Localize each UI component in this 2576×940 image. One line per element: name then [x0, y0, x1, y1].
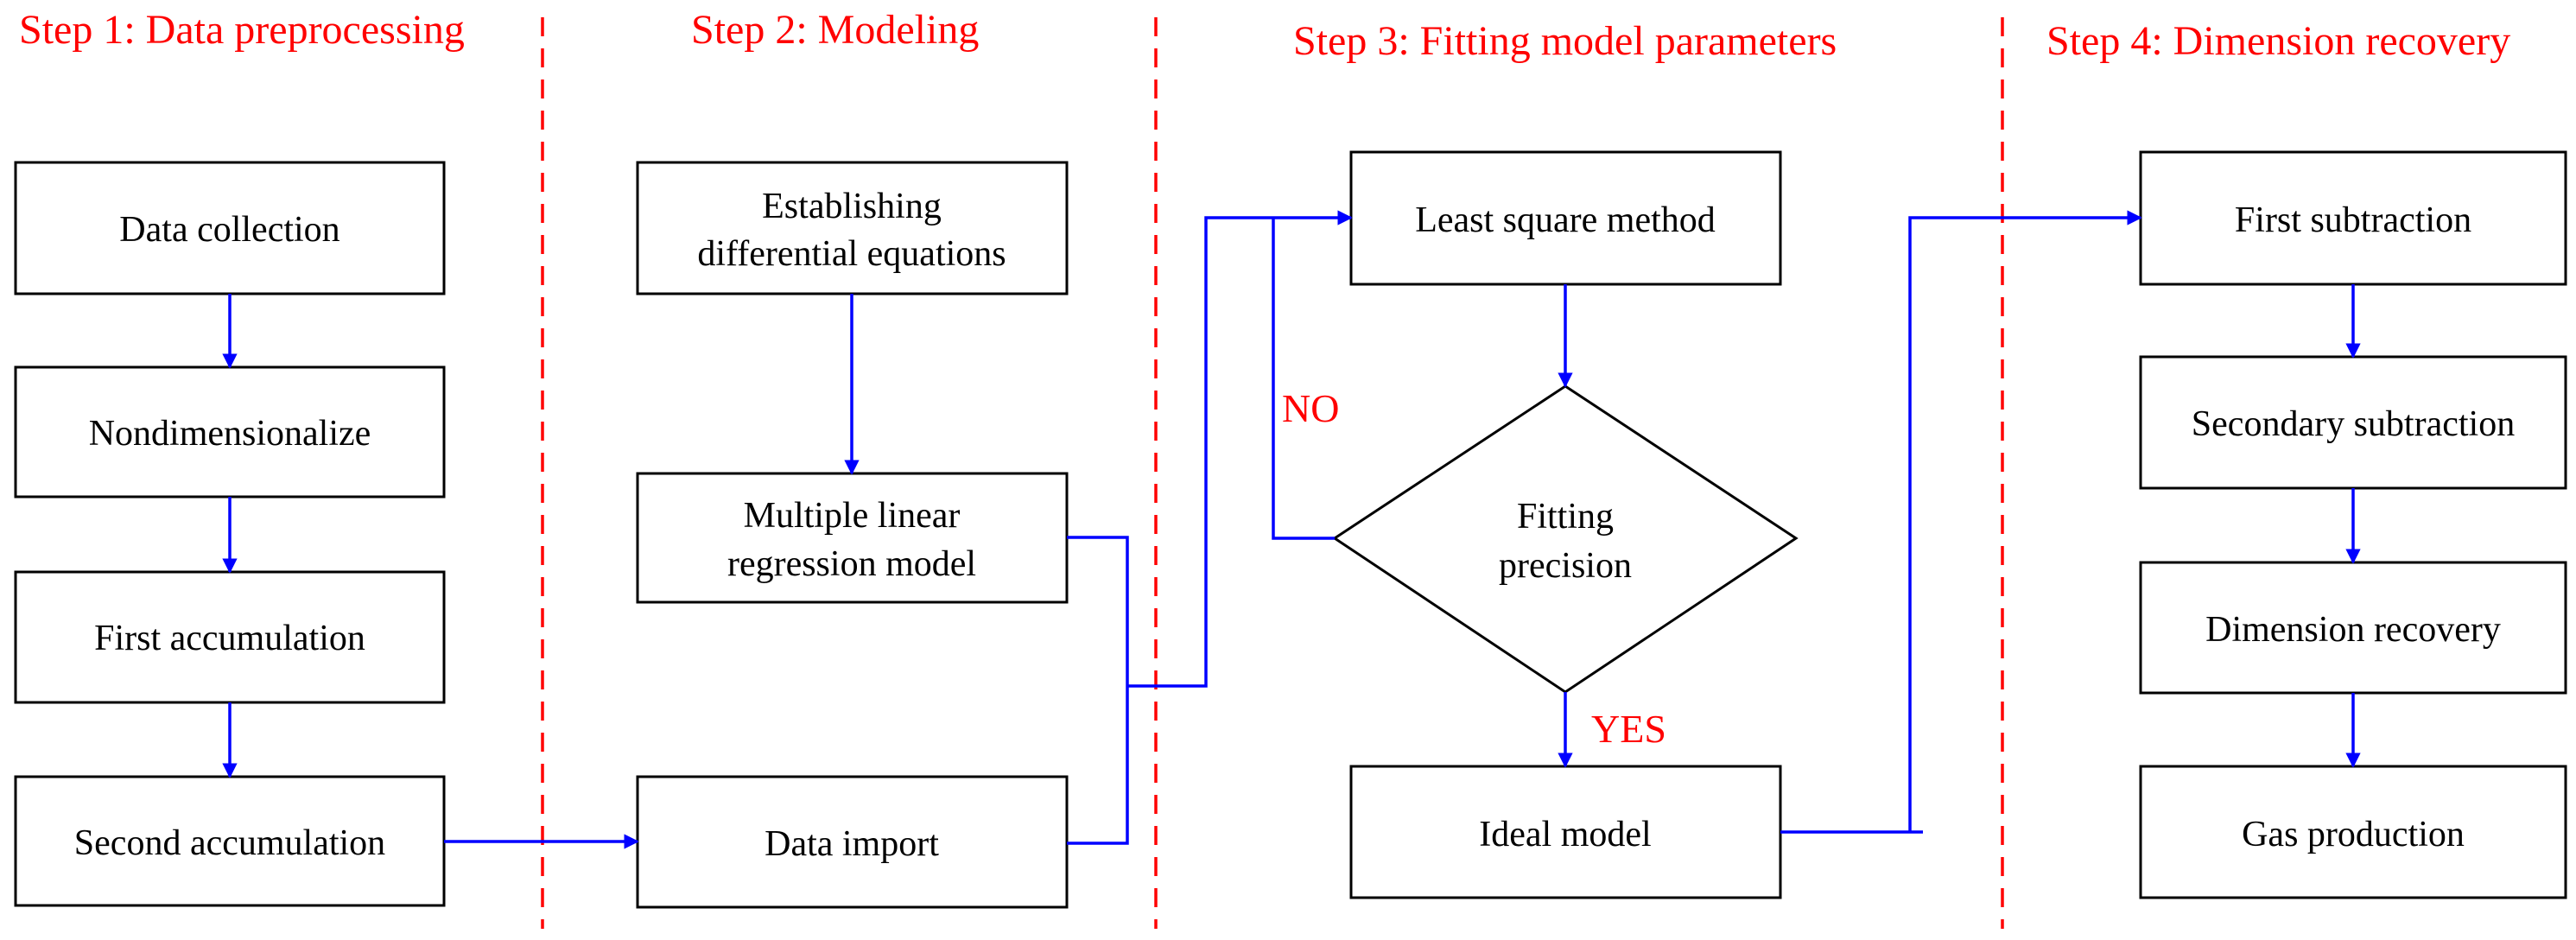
- regression-label-line-1: Multiple linear: [744, 496, 961, 536]
- data-collection-label: Data collection: [119, 210, 339, 250]
- first-subtraction-box: First subtraction: [2139, 150, 2567, 286]
- dimension-recovery-label: Dimension recovery: [2205, 610, 2501, 650]
- fitting-precision-line-2: precision: [1499, 546, 1632, 586]
- data-import-box: Data import: [636, 775, 1069, 909]
- no-branch-label: NO: [1282, 386, 1339, 430]
- nondimensionalize-label: Nondimensionalize: [89, 414, 371, 454]
- dimension-recovery-box: Dimension recovery: [2139, 561, 2567, 695]
- second-accumulation-label: Second accumulation: [74, 823, 385, 863]
- nondimensionalize-box: Nondimensionalize: [14, 365, 446, 499]
- fitting-precision-line-1: Fitting: [1517, 497, 1614, 537]
- yes-branch-label: YES: [1591, 707, 1666, 751]
- step-1-title: Step 1: Data preprocessing: [19, 7, 465, 53]
- arrow-ideal-model-to-first-subtraction: [1780, 218, 2141, 834]
- fitting-precision-decision: Fitting precision: [1332, 384, 1799, 694]
- regression-model-box: Multiple linear regression model: [636, 472, 1069, 604]
- connectors: [222, 210, 2361, 849]
- least-square-box: Least square method: [1349, 150, 1782, 286]
- first-accumulation-box: First accumulation: [14, 570, 446, 704]
- establishing-label-line-1: Establishing: [762, 187, 942, 226]
- step-4-title: Step 4: Dimension recovery: [2046, 18, 2510, 64]
- step-3-title: Step 3: Fitting model parameters: [1293, 18, 1837, 64]
- gas-production-label: Gas production: [2242, 815, 2465, 854]
- secondary-subtraction-box: Secondary subtraction: [2139, 355, 2567, 490]
- regression-label-line-2: regression model: [727, 544, 976, 584]
- first-subtraction-label: First subtraction: [2235, 200, 2471, 240]
- step-2-title: Step 2: Modeling: [691, 7, 979, 53]
- ideal-model-box: Ideal model: [1349, 765, 1782, 899]
- establishing-label-line-2: differential equations: [697, 234, 1006, 274]
- connector-regression-out: [1067, 536, 1129, 845]
- gas-production-box: Gas production: [2139, 765, 2567, 899]
- connector-no-loop: [1272, 218, 1335, 540]
- least-square-label: Least square method: [1415, 200, 1716, 240]
- arrow-merge-to-least-square: [1127, 210, 1353, 688]
- data-collection-box: Data collection: [14, 161, 446, 295]
- ideal-model-label: Ideal model: [1479, 815, 1651, 854]
- data-import-label: Data import: [765, 824, 939, 864]
- secondary-subtraction-label: Secondary subtraction: [2192, 404, 2515, 444]
- establishing-equations-box: Establishing differential equations: [636, 161, 1069, 295]
- second-accumulation-box: Second accumulation: [14, 775, 446, 907]
- first-accumulation-label: First accumulation: [94, 619, 365, 658]
